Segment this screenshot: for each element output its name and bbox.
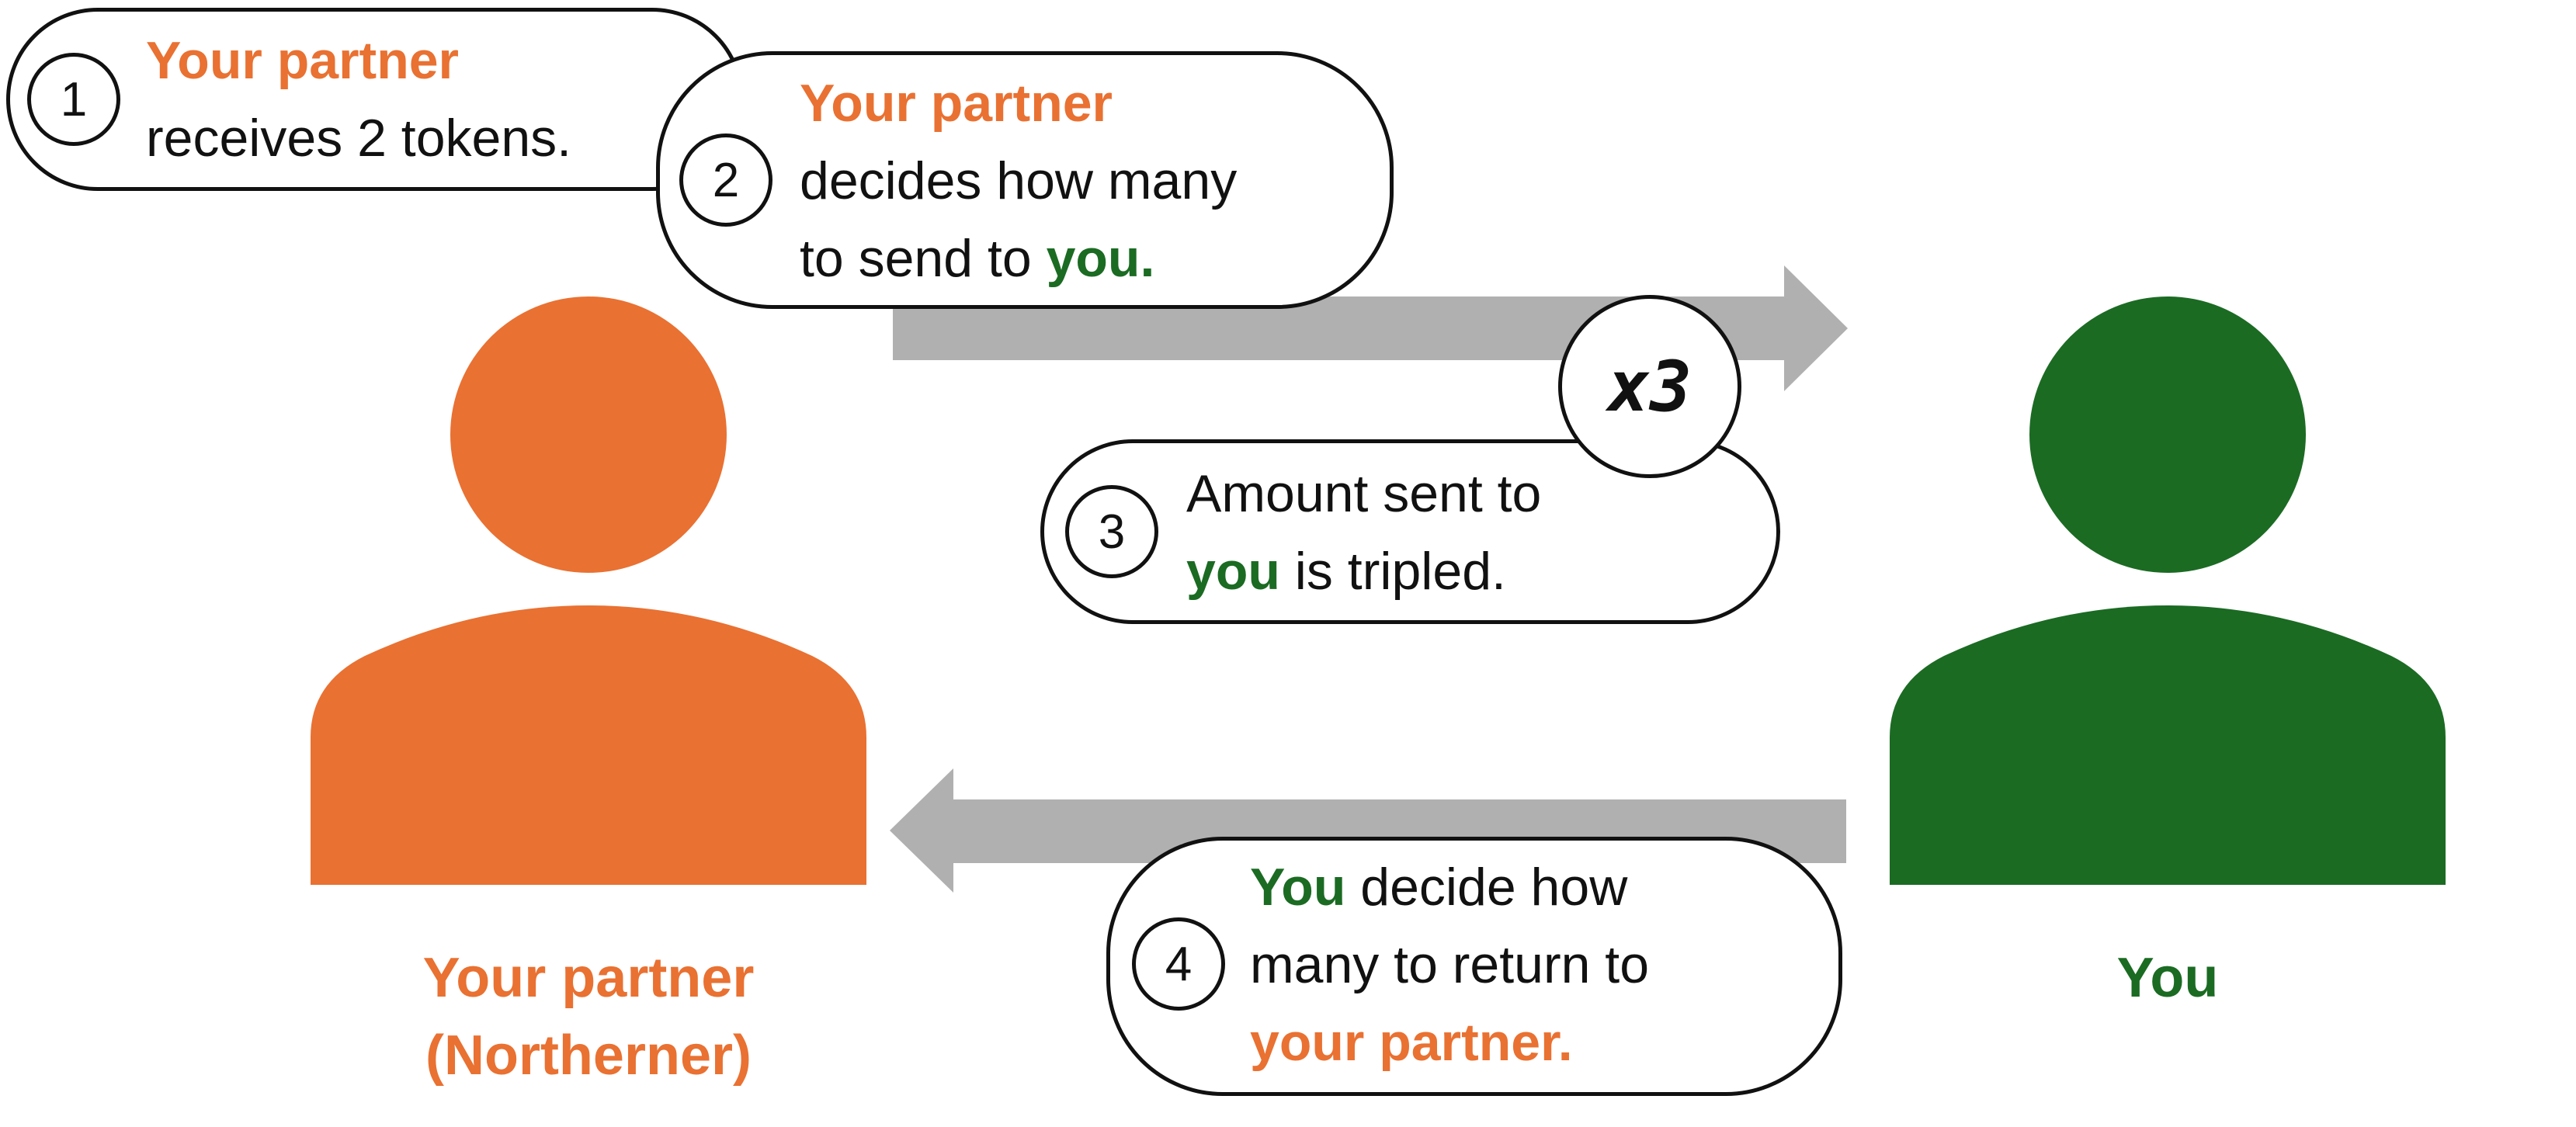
step-4-bubble bbox=[1106, 837, 1842, 1096]
step-2-line-3a: to send to bbox=[800, 229, 1047, 288]
step-2-text: Your partner decides how many to send to… bbox=[800, 64, 1237, 297]
partner-head bbox=[450, 296, 727, 573]
partner-caption: Your partner (Northerner) bbox=[356, 939, 821, 1094]
step-1-number: 1 bbox=[27, 53, 120, 146]
step-4-you-label: You bbox=[1250, 858, 1346, 917]
step-3-number: 3 bbox=[1065, 485, 1158, 578]
step-2-number: 2 bbox=[679, 134, 772, 227]
partner-caption-line-1: Your partner bbox=[422, 947, 755, 1009]
you-head bbox=[2029, 296, 2306, 573]
step-1-text: Your partner receives 2 tokens. bbox=[146, 22, 571, 177]
partner-body bbox=[311, 605, 866, 885]
partner-caption-line-2: (Northerner) bbox=[425, 1025, 752, 1087]
you-person-icon bbox=[1890, 296, 2446, 885]
step-4-line-2: many to return to bbox=[1250, 935, 1650, 994]
step-1-partner-label: Your partner bbox=[146, 31, 460, 90]
you-caption: You bbox=[2116, 947, 2219, 1009]
step-4-text: You decide how many to return to your pa… bbox=[1250, 848, 1649, 1081]
step-2-bubble bbox=[656, 51, 1394, 309]
step-2-you-label: you. bbox=[1046, 229, 1155, 288]
step-4-partner-label: your partner. bbox=[1250, 1013, 1573, 1072]
step-4-line-1b: decide how bbox=[1345, 858, 1628, 917]
step-2-line-2: decides how many bbox=[800, 151, 1238, 210]
you-body bbox=[1890, 605, 2446, 885]
multiplier-badge: x3 bbox=[1558, 295, 1741, 478]
partner-person-icon bbox=[311, 296, 866, 885]
step-3-you-label: you bbox=[1186, 542, 1280, 601]
step-3-text: Amount sent to you is tripled. bbox=[1186, 455, 1541, 610]
step-4-number: 4 bbox=[1132, 917, 1225, 1011]
step-2-partner-label: Your partner bbox=[800, 74, 1113, 133]
step-3-line-1: Amount sent to bbox=[1186, 464, 1542, 523]
arrow-to-partner-head bbox=[890, 768, 953, 893]
step-1-line-2: receives 2 tokens. bbox=[146, 109, 572, 168]
step-3-line-2b: is tripled. bbox=[1279, 542, 1506, 601]
arrow-to-you-head bbox=[1784, 265, 1848, 391]
